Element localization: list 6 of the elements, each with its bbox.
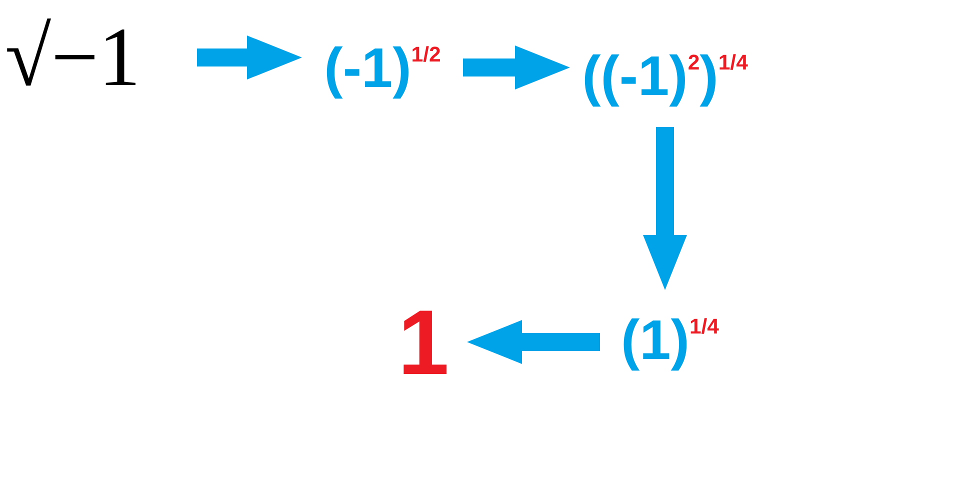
arrow xyxy=(467,320,600,364)
radical-expression: √−1 xyxy=(5,16,140,100)
arrow xyxy=(643,127,687,290)
result-number: 1 xyxy=(398,296,450,388)
arrow xyxy=(197,36,302,80)
arrow xyxy=(463,46,570,90)
